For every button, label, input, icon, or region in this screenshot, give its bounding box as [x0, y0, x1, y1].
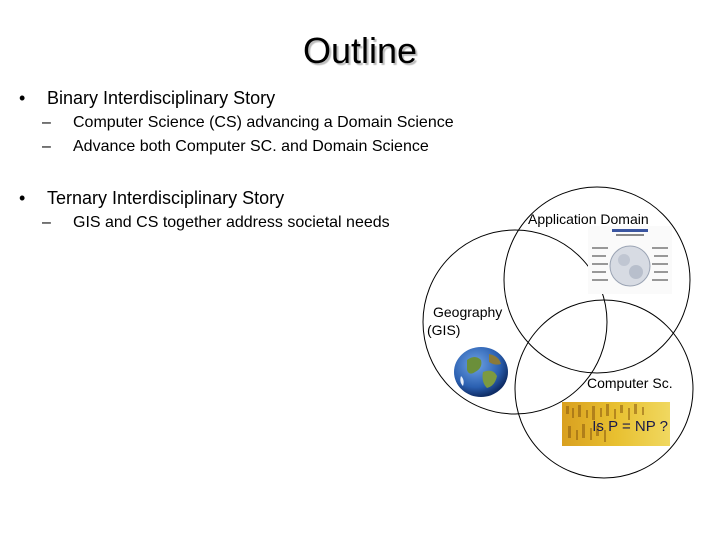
computer-science-circle: [514, 299, 694, 479]
sub-bullet-text: GIS and CS together address societal nee…: [73, 214, 390, 231]
geography-label: Geography (GIS): [427, 303, 503, 339]
application-domain-circle: [503, 186, 691, 374]
sub-bullet-cs-advancing: – Computer Science (CS) advancing a Doma…: [42, 114, 454, 132]
sub-bullet-mark: –: [42, 138, 51, 155]
bullet-mark: •: [19, 88, 26, 108]
slide-title: Outline: [302, 30, 418, 71]
sub-bullet-gis-cs-together: – GIS and CS together address societal n…: [42, 214, 390, 232]
application-domain-label: Application Domain: [528, 211, 649, 227]
geography-label-line2: (GIS): [427, 322, 461, 338]
sub-bullet-text: Advance both Computer SC. and Domain Sci…: [73, 138, 429, 155]
bullet-binary-story: • Binary Interdisciplinary Story: [19, 88, 276, 109]
bullet-ternary-story: • Ternary Interdisciplinary Story: [19, 188, 285, 209]
sub-bullet-text: Computer Science (CS) advancing a Domain…: [73, 114, 454, 131]
binary-code-icon: Is P = NP ?: [562, 402, 670, 446]
pnp-question: Is P = NP ?: [592, 418, 668, 435]
bullet-text: Binary Interdisciplinary Story: [47, 88, 276, 108]
globe-icon: [453, 346, 509, 398]
grand-challenges-chart-icon: [588, 226, 672, 294]
sub-bullet-mark: –: [42, 114, 51, 131]
geography-circle: [422, 229, 608, 415]
bullet-mark: •: [19, 188, 26, 208]
computer-science-label: Computer Sc.: [587, 375, 673, 391]
sub-bullet-mark: –: [42, 214, 51, 231]
bullet-text: Ternary Interdisciplinary Story: [47, 188, 285, 208]
sub-bullet-advance-both: – Advance both Computer SC. and Domain S…: [42, 138, 429, 156]
geography-label-line1: Geography: [433, 304, 503, 320]
